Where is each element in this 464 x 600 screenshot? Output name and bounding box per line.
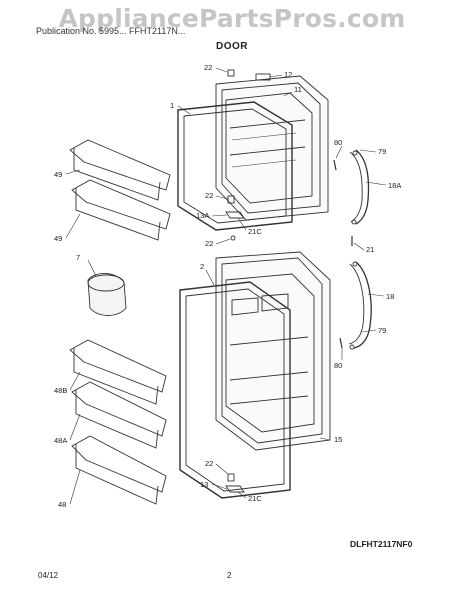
callout-12: 12 xyxy=(284,70,292,79)
diagram-model-code: DLFHT2117NF0 xyxy=(350,539,413,549)
footer-date: 04/12 xyxy=(38,571,59,580)
callout-18: 18 xyxy=(386,292,394,301)
callout-21: 21 xyxy=(366,245,374,254)
callout-2: 2 xyxy=(200,262,204,271)
callout-13: 13 xyxy=(200,480,208,489)
fresh-food-door-handle xyxy=(348,261,372,350)
fresh-food-door-gasket xyxy=(179,281,291,499)
callout-11: 11 xyxy=(294,85,302,94)
callout-21c-top: 21C xyxy=(248,227,262,236)
callout-22-low: 22 xyxy=(205,239,213,248)
fresh-food-door-inner-liner xyxy=(225,273,315,433)
butter-compartment xyxy=(87,273,127,316)
callout-49-a: 49 xyxy=(54,170,62,179)
fresh-food-hinge-hardware xyxy=(225,337,343,493)
leader-lines xyxy=(65,67,387,505)
door-shelves-upper xyxy=(69,139,171,241)
callout-49-b: 49 xyxy=(54,234,62,243)
fresh-food-door-outer-panel xyxy=(215,251,331,451)
callout-48b: 48B xyxy=(54,386,67,395)
callout-48: 48 xyxy=(58,500,66,509)
callout-13a: 13A xyxy=(196,211,209,220)
freezer-door-gasket xyxy=(177,101,293,231)
callout-1: 1 xyxy=(170,101,174,110)
freezer-door-outer-panel xyxy=(215,75,329,221)
footer-page-number: 2 xyxy=(227,571,232,580)
section-title: DOOR xyxy=(216,41,248,52)
door-shelves-lower xyxy=(69,339,167,505)
callout-22-top: 22 xyxy=(204,63,212,72)
callout-18a: 18A xyxy=(388,181,401,190)
callout-79-top: 79 xyxy=(378,147,386,156)
freezer-door-handle xyxy=(349,149,370,225)
callout-15: 15 xyxy=(334,435,342,444)
callout-79-low: 79 xyxy=(378,326,386,335)
callout-80-low: 80 xyxy=(334,361,342,370)
callout-21c-bottom: 21C xyxy=(248,494,262,503)
callout-80-top: 80 xyxy=(334,138,342,147)
callout-22-mid: 22 xyxy=(205,191,213,200)
watermark: AppliancePartsPros.com xyxy=(58,4,406,33)
callout-22-bottom: 22 xyxy=(205,459,213,468)
callout-48a: 48A xyxy=(54,436,67,445)
publication-header: Publication No. 5995... FFHT2117N... xyxy=(36,26,186,36)
callout-7: 7 xyxy=(76,253,80,262)
